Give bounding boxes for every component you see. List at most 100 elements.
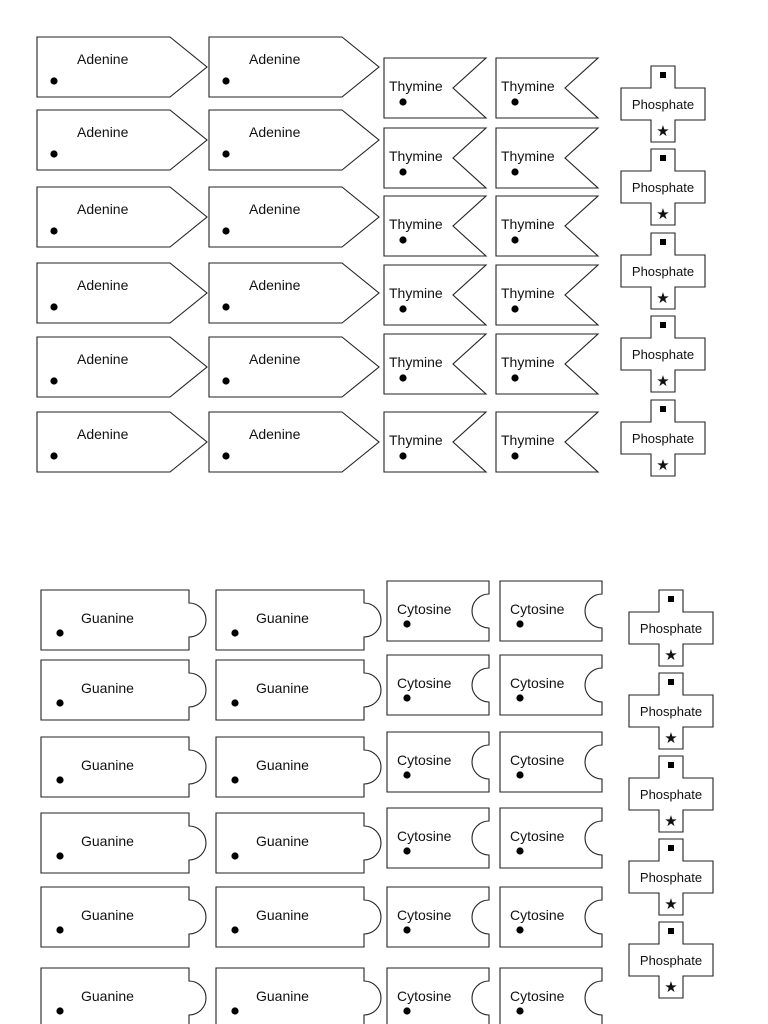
square-marker xyxy=(660,239,666,245)
thymine-label: Thymine xyxy=(501,216,555,232)
guanine-outline xyxy=(215,659,382,721)
thymine-card: Thymine xyxy=(495,264,600,326)
adenine-outline xyxy=(36,109,208,171)
phosphate-label: Phosphate xyxy=(632,180,694,195)
dot-marker xyxy=(56,776,64,784)
cytosine-outline xyxy=(386,580,490,642)
phosphate-card: Phosphate★ xyxy=(620,232,706,310)
adenine-label: Adenine xyxy=(77,124,129,140)
adenine-card: Adenine xyxy=(36,109,208,171)
guanine-card: Guanine xyxy=(215,886,382,948)
adenine-label: Adenine xyxy=(77,426,129,442)
phosphate-outline xyxy=(620,65,706,143)
star-marker: ★ xyxy=(656,457,669,474)
dot-marker xyxy=(516,926,524,934)
dot-marker xyxy=(222,303,230,311)
phosphate-label: Phosphate xyxy=(640,870,702,885)
adenine-outline xyxy=(208,186,380,248)
dot-marker xyxy=(50,77,58,85)
thymine-label: Thymine xyxy=(501,432,555,448)
dot-marker xyxy=(403,847,411,855)
guanine-label: Guanine xyxy=(256,757,309,773)
guanine-label: Guanine xyxy=(81,988,134,1004)
adenine-outline xyxy=(36,36,208,98)
square-marker xyxy=(660,155,666,161)
guanine-label: Guanine xyxy=(81,833,134,849)
guanine-outline xyxy=(40,736,207,798)
phosphate-label: Phosphate xyxy=(640,704,702,719)
dot-marker xyxy=(511,374,519,382)
guanine-label: Guanine xyxy=(81,610,134,626)
dot-marker xyxy=(403,620,411,628)
cytosine-label: Cytosine xyxy=(397,675,452,691)
phosphate-outline xyxy=(620,315,706,393)
guanine-outline xyxy=(215,812,382,874)
adenine-card: Adenine xyxy=(36,411,208,473)
star-marker: ★ xyxy=(664,813,677,830)
phosphate-card: Phosphate★ xyxy=(620,65,706,143)
thymine-card: Thymine xyxy=(495,333,600,395)
cytosine-label: Cytosine xyxy=(510,601,565,617)
phosphate-outline xyxy=(628,921,714,999)
thymine-card: Thymine xyxy=(383,411,488,473)
square-marker xyxy=(668,928,674,934)
dot-marker xyxy=(56,1007,64,1015)
cytosine-card: Cytosine xyxy=(499,807,603,869)
guanine-outline xyxy=(215,886,382,948)
dot-marker xyxy=(50,227,58,235)
thymine-card: Thymine xyxy=(383,264,488,326)
guanine-label: Guanine xyxy=(81,680,134,696)
dot-marker xyxy=(399,168,407,176)
dot-marker xyxy=(222,452,230,460)
thymine-card: Thymine xyxy=(383,333,488,395)
phosphate-label: Phosphate xyxy=(640,621,702,636)
thymine-label: Thymine xyxy=(389,78,443,94)
phosphate-outline xyxy=(628,755,714,833)
cytosine-label: Cytosine xyxy=(510,988,565,1004)
guanine-label: Guanine xyxy=(256,833,309,849)
guanine-outline xyxy=(40,967,207,1024)
thymine-label: Thymine xyxy=(389,354,443,370)
adenine-outline xyxy=(208,36,380,98)
guanine-label: Guanine xyxy=(256,907,309,923)
dot-marker xyxy=(516,1007,524,1015)
dot-marker xyxy=(50,452,58,460)
thymine-outline xyxy=(383,127,488,189)
adenine-outline xyxy=(208,262,380,324)
cytosine-card: Cytosine xyxy=(499,967,603,1024)
phosphate-label: Phosphate xyxy=(632,347,694,362)
dot-marker xyxy=(222,150,230,158)
cytosine-outline xyxy=(499,967,603,1024)
adenine-card: Adenine xyxy=(208,262,380,324)
dot-marker xyxy=(231,629,239,637)
cytosine-card: Cytosine xyxy=(386,807,490,869)
guanine-outline xyxy=(215,589,382,651)
square-marker xyxy=(668,762,674,768)
thymine-label: Thymine xyxy=(389,432,443,448)
thymine-outline xyxy=(495,333,600,395)
square-marker xyxy=(660,406,666,412)
dot-marker xyxy=(399,374,407,382)
star-marker: ★ xyxy=(664,896,677,913)
cytosine-outline xyxy=(386,731,490,793)
thymine-outline xyxy=(495,264,600,326)
dot-marker xyxy=(511,452,519,460)
guanine-outline xyxy=(40,886,207,948)
guanine-card: Guanine xyxy=(40,589,207,651)
cytosine-label: Cytosine xyxy=(397,752,452,768)
phosphate-card: Phosphate★ xyxy=(620,148,706,226)
dot-marker xyxy=(56,629,64,637)
cytosine-label: Cytosine xyxy=(510,907,565,923)
dot-marker xyxy=(516,620,524,628)
dot-marker xyxy=(516,847,524,855)
adenine-label: Adenine xyxy=(77,351,129,367)
square-marker xyxy=(668,845,674,851)
thymine-card: Thymine xyxy=(383,127,488,189)
dot-marker xyxy=(222,77,230,85)
dot-marker xyxy=(403,1007,411,1015)
cytosine-card: Cytosine xyxy=(499,731,603,793)
guanine-card: Guanine xyxy=(215,736,382,798)
dot-marker xyxy=(403,926,411,934)
cytosine-card: Cytosine xyxy=(499,654,603,716)
phosphate-card: Phosphate★ xyxy=(628,755,714,833)
